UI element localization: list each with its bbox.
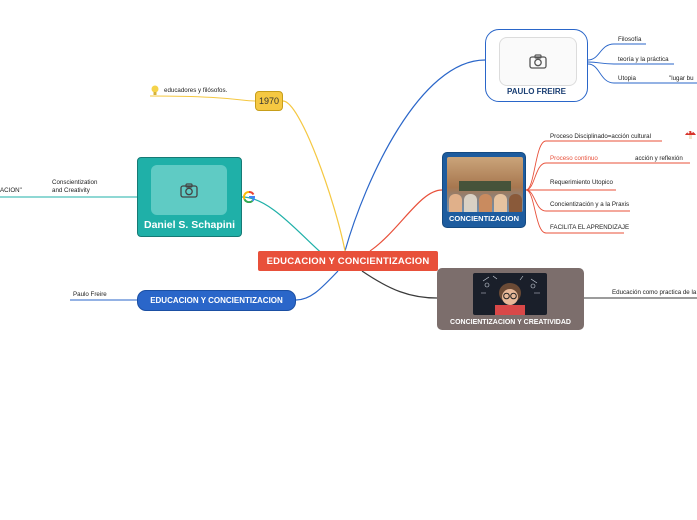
link-1970 <box>282 100 346 252</box>
camera-icon <box>529 54 547 69</box>
node-label: PAULO FREIRE <box>507 87 566 96</box>
link-teoria <box>587 61 674 65</box>
topic-educacion-practica[interactable]: Educación como practica de la <box>612 289 697 296</box>
mushroom-icon <box>685 131 696 139</box>
year-badge[interactable]: 1970 <box>255 91 283 111</box>
topic-teoria[interactable]: teoría y la práctica <box>618 56 669 63</box>
topic-facilita[interactable]: FACILITA EL APRENDIZAJE <box>550 224 630 231</box>
node-label: CONCIENTIZACION Y CREATIVIDAD <box>450 319 571 326</box>
camera-icon <box>180 182 198 198</box>
node-label: Daniel S. Schapini <box>143 219 236 231</box>
topic-conscientization[interactable]: Conscientization <box>52 179 98 186</box>
topic-accion-reflexion[interactable]: acción y reflexión <box>635 155 683 162</box>
concientizacion-node[interactable]: CONCIENTIZACION <box>442 152 526 228</box>
link-paulo-freire <box>344 59 486 252</box>
google-icon[interactable] <box>243 191 255 203</box>
classroom-image <box>447 157 523 212</box>
topic-filosofia[interactable]: Filosofía <box>618 36 642 43</box>
topic-educadores[interactable]: educadores y filósofos. <box>164 87 228 94</box>
topic-acion-fragment[interactable]: ACION" <box>0 187 22 194</box>
link-creatividad <box>361 270 438 299</box>
link-blue-pill <box>295 270 339 301</box>
topic-paulo-freire[interactable]: Paulo Freire <box>73 291 107 298</box>
topic-requerimiento[interactable]: Requerimiento Utopico <box>550 179 613 186</box>
central-topic[interactable]: EDUCACION Y CONCIENTIZACION <box>258 251 438 271</box>
link-concientizacion <box>369 189 443 252</box>
topic-proceso-disciplinado[interactable]: Proceso Disciplinado=acción cultural <box>550 133 651 140</box>
educacion-pill-node[interactable]: EDUCACION Y CONCIENTIZACION <box>137 290 296 311</box>
child-image <box>473 273 547 315</box>
topic-praxis[interactable]: Concientización y a la Praxis <box>550 201 630 208</box>
topic-lugar[interactable]: "lugar bu <box>669 75 694 82</box>
link-utopia <box>587 63 666 84</box>
schapini-node[interactable]: Daniel S. Schapini <box>137 157 242 237</box>
creatividad-node[interactable]: CONCIENTIZACION Y CREATIVIDAD <box>437 268 584 330</box>
lightbulb-icon <box>151 85 159 95</box>
node-label: CONCIENTIZACION <box>449 214 519 223</box>
link-filosofia <box>587 43 646 61</box>
topic-proceso-continuo[interactable]: Proceso continuo <box>550 155 598 162</box>
topic-creativity[interactable]: and Creativity <box>52 187 90 194</box>
image-placeholder <box>499 37 577 86</box>
link-schapini <box>241 196 327 258</box>
image-placeholder <box>151 165 227 215</box>
topic-utopia[interactable]: Utopia <box>618 75 636 82</box>
paulo-freire-node[interactable]: PAULO FREIRE <box>485 29 588 102</box>
